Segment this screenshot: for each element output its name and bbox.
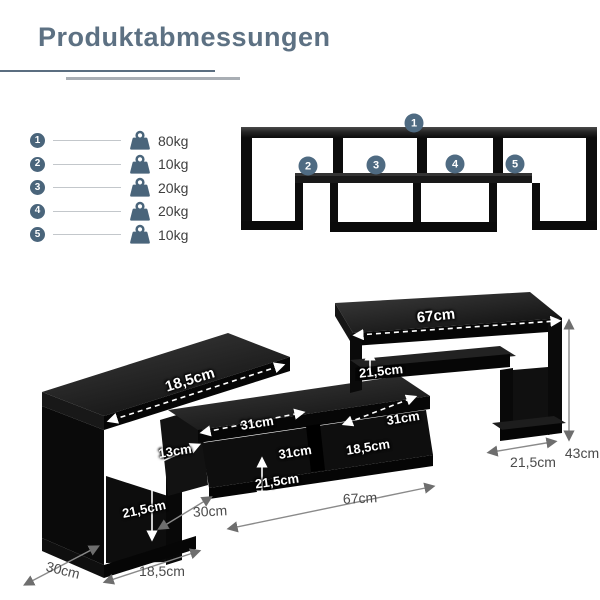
weight-icon (130, 178, 150, 197)
weight-icon (130, 131, 150, 150)
capacity-row: 4 20kg (30, 200, 200, 224)
callout-1: 1 (404, 113, 424, 133)
weight-icon (130, 225, 150, 244)
callout-3: 3 (366, 155, 386, 175)
capacity-row: 3 20kg (30, 176, 200, 200)
weight-value: 20kg (158, 203, 189, 220)
dim-label-right-top-length: 67cm (416, 305, 456, 327)
step-number-badge: 5 (30, 227, 45, 243)
step-number-badge: 3 (30, 180, 45, 196)
title-underline-primary (0, 70, 215, 72)
page-title: Produktabmessungen (38, 22, 331, 52)
step-number-badge: 2 (30, 156, 45, 172)
tv-stand-dimension-view: 18,5cm 67cm 21,5cm 31cm 31cm 13cm 31cm 1… (0, 280, 600, 600)
callout-4: 4 (445, 154, 465, 174)
step-number-badge: 1 (30, 133, 45, 149)
weight-value: 80kg (158, 132, 189, 149)
leader-line (53, 140, 121, 142)
leader-line (53, 187, 121, 189)
dim-label-right-base-depth: 21,5cm (510, 454, 556, 470)
weight-value: 10kg (158, 226, 189, 243)
callout-5: 5 (505, 154, 525, 174)
dim-label-left-base-width: 18,5cm (139, 563, 185, 579)
leader-line (53, 234, 121, 236)
capacity-row: 5 10kg (30, 223, 200, 247)
leader-line (53, 163, 121, 165)
dim-label-middle-depth: 30cm (192, 502, 228, 520)
load-capacity-list: 1 80kg 2 10kg 3 20kg (30, 129, 200, 247)
dim-label-right-total-height: 43cm (564, 445, 600, 461)
dim-label-middle-length: 67cm (342, 489, 378, 507)
weight-icon (130, 154, 150, 174)
tv-stand-front-view: 1 2 3 4 5 (238, 112, 600, 244)
weight-value: 20kg (158, 179, 189, 196)
step-number-badge: 4 (30, 203, 45, 219)
tv-stand-front-drawing (241, 127, 597, 232)
leader-line (53, 210, 121, 212)
title-underline-secondary (66, 77, 240, 80)
tv-stand-3d-drawing (23, 292, 575, 586)
capacity-row: 1 80kg (30, 129, 200, 153)
capacity-row: 2 10kg (30, 153, 200, 177)
weight-value: 10kg (158, 156, 189, 173)
callout-2: 2 (298, 156, 318, 176)
weight-icon (130, 201, 150, 221)
